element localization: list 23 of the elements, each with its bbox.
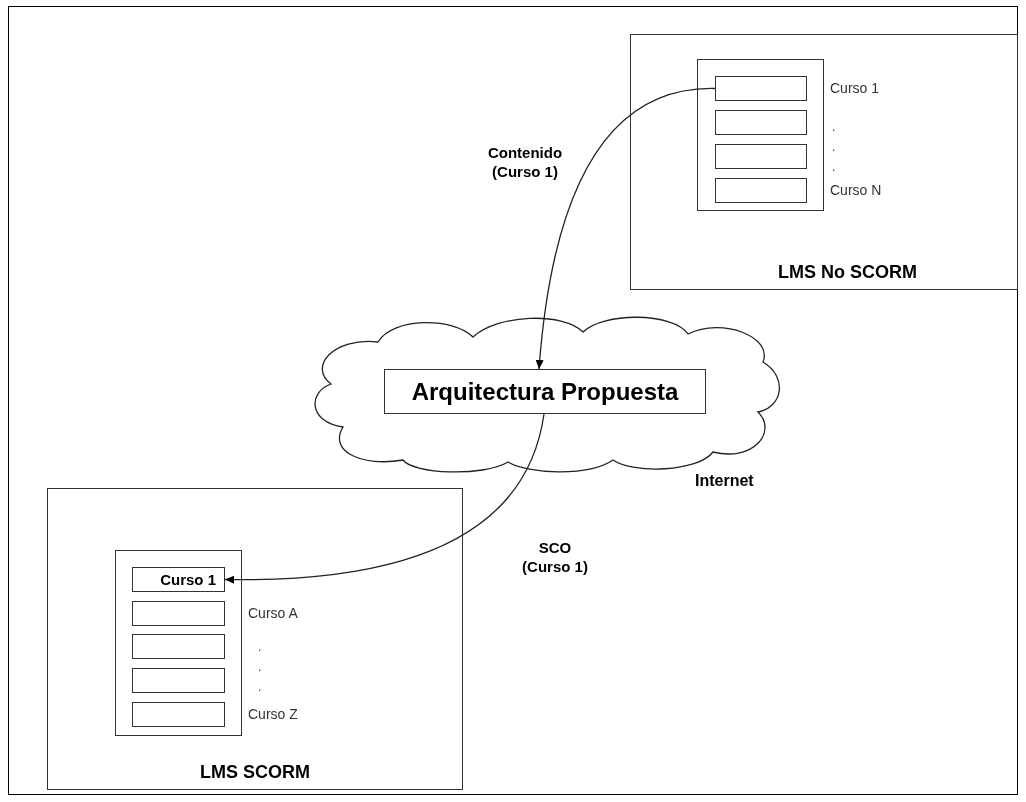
ellipsis-dot: . [258, 640, 262, 654]
ellipsis-dot: . [832, 140, 836, 154]
slot-box [132, 668, 225, 693]
architecture-box: Arquitectura Propuesta [384, 369, 706, 414]
slot-box [715, 144, 807, 169]
curved-arrow [224, 413, 545, 584]
course-label: Curso Z [248, 706, 298, 722]
ellipsis-dot: . [258, 680, 262, 694]
course-label: Curso N [830, 182, 882, 198]
course-label: Curso A [248, 605, 298, 621]
lms-panel [630, 34, 1018, 290]
lms-panel [47, 488, 463, 790]
panel-title: LMS No SCORM [778, 262, 917, 283]
course-slot: Curso 1 [132, 567, 225, 592]
slot-box [132, 634, 225, 659]
panel-title: LMS SCORM [199, 762, 311, 783]
slot-box [715, 110, 807, 135]
ellipsis-dot: . [832, 160, 836, 174]
ellipsis-dot: . [832, 120, 836, 134]
course-label: Curso 1 [830, 80, 880, 96]
curved-arrow [535, 87, 716, 370]
network-label: Internet [695, 472, 754, 490]
ellipsis-dot: . [258, 660, 262, 674]
